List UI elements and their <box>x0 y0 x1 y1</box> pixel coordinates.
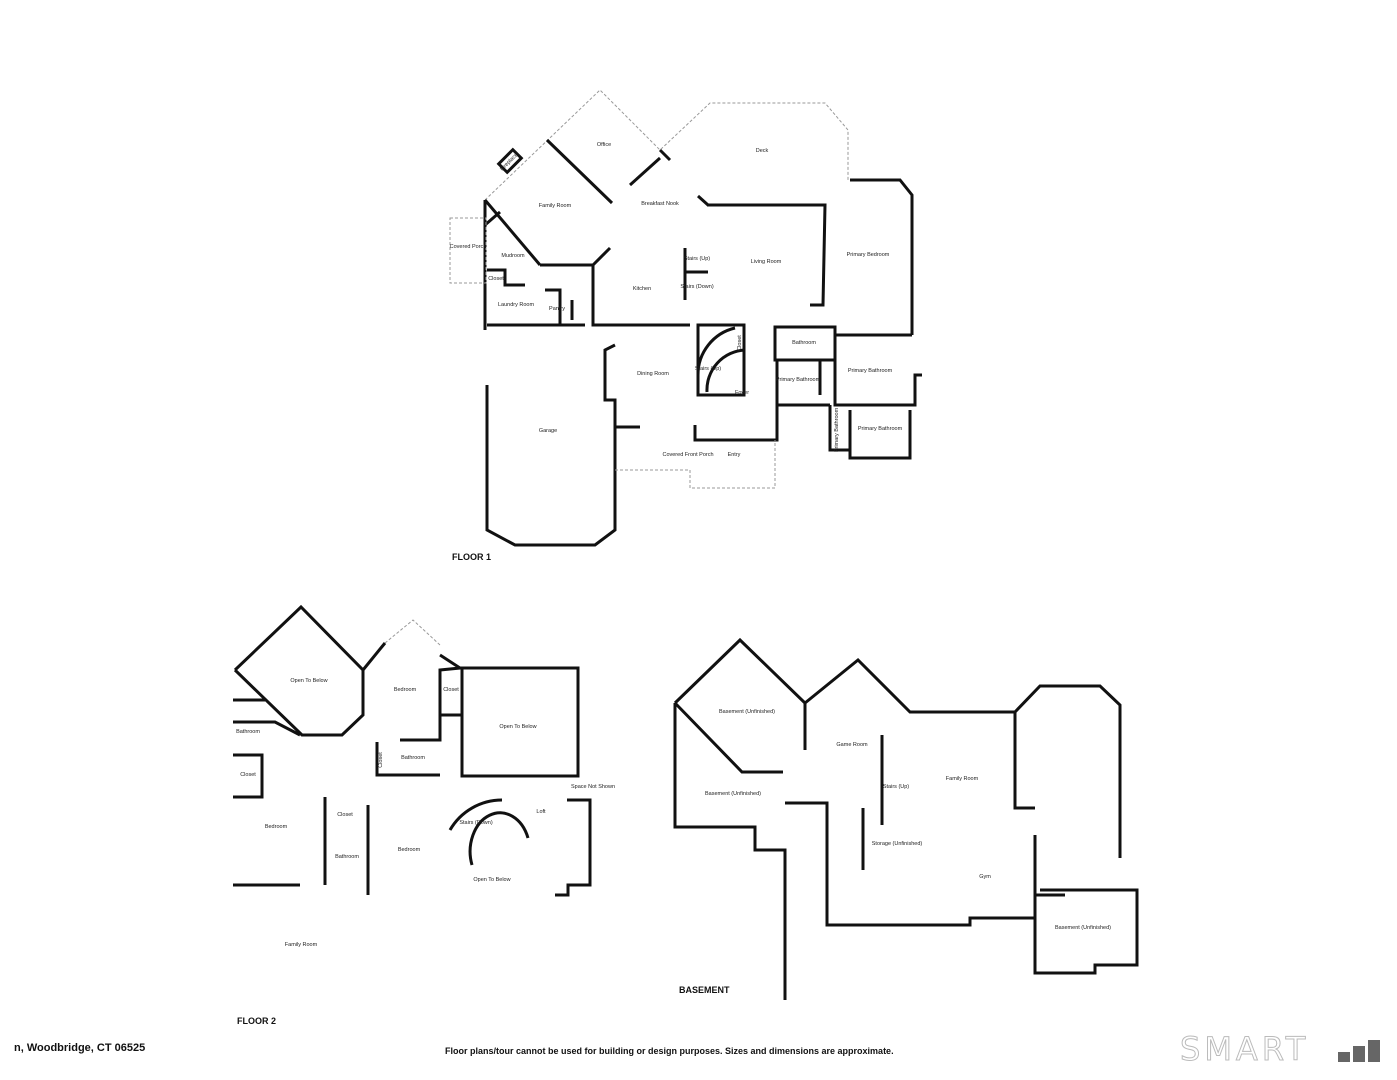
room-label: Breakfast Nook <box>641 201 679 207</box>
room-label: Open To Below <box>473 877 510 883</box>
room-label: Covered Front Porch <box>662 452 713 458</box>
floor-label: FLOOR 1 <box>452 552 491 562</box>
floor-label: FLOOR 2 <box>237 1016 276 1026</box>
room-label: Family Room <box>946 776 979 782</box>
room-label: Closet <box>378 752 384 768</box>
address: n, Woodbridge, CT 06525 <box>14 1042 146 1054</box>
room-label: Stairs (Up) <box>684 256 710 262</box>
room-label: Stairs (Down) <box>680 284 713 290</box>
room-label: Family Room <box>285 942 318 948</box>
room-label: Mudroom <box>501 253 525 259</box>
room-label: Foyer <box>735 390 749 396</box>
room-label: Basement (Unfinished) <box>1055 925 1111 931</box>
room-label: Bathroom <box>335 854 359 860</box>
room-label: Deck <box>756 148 769 154</box>
room-label: Loft <box>536 809 546 815</box>
room-label: Closet <box>737 335 743 351</box>
room-label: Bathroom <box>792 340 816 346</box>
room-label: Primary Bedroom <box>847 252 890 258</box>
room-label: Basement (Unfinished) <box>719 709 775 715</box>
room-label: Open To Below <box>290 678 327 684</box>
smart-mls-logo: SMART <box>1179 1030 1310 1069</box>
room-label: Bedroom <box>398 847 421 853</box>
room-label: Bathroom <box>401 755 425 761</box>
room-label: Family Room <box>539 203 572 209</box>
room-label: Space Not Shown <box>571 784 615 790</box>
room-label: Stairs (Up) <box>883 784 909 790</box>
room-label: Primary Bathroom <box>848 368 893 374</box>
room-label: Kitchen <box>633 286 651 292</box>
room-label: Pantry <box>549 306 565 312</box>
basement-plan <box>673 637 1139 1000</box>
room-label: Stairs (Up) <box>695 366 721 372</box>
room-label: Primary Bathroom <box>834 407 840 452</box>
room-label: Primary Bathroom <box>776 377 821 383</box>
floor-2-plan <box>233 604 592 897</box>
room-label: Covered Porch <box>450 244 487 250</box>
room-label: Closet <box>443 687 459 693</box>
room-label: Primary Bathroom <box>858 426 903 432</box>
room-label: Open To Below <box>499 724 536 730</box>
room-label: Bedroom <box>394 687 417 693</box>
room-label: Living Room <box>751 259 782 265</box>
room-label: Bathroom <box>236 729 260 735</box>
room-label: Laundry Room <box>498 302 534 308</box>
room-label: Stairs (Down) <box>459 820 492 826</box>
room-label: Closet <box>488 276 504 282</box>
floor-1-plan <box>449 89 922 547</box>
mls-logo-bars <box>1338 1040 1380 1062</box>
room-label: Office <box>597 142 611 148</box>
room-label: Garage <box>539 428 557 434</box>
room-label: Basement (Unfinished) <box>705 791 761 797</box>
disclaimer: Floor plans/tour cannot be used for buil… <box>445 1046 894 1056</box>
room-label: Storage (Unfinished) <box>872 841 923 847</box>
floor-label: BASEMENT <box>679 985 730 995</box>
room-label: Gym <box>979 874 991 880</box>
room-label: Closet <box>240 772 256 778</box>
room-label: Closet <box>337 812 353 818</box>
room-label: Dining Room <box>637 371 669 377</box>
room-label: Game Room <box>836 742 868 748</box>
room-label: Bedroom <box>265 824 288 830</box>
room-label: Entry <box>728 452 741 458</box>
